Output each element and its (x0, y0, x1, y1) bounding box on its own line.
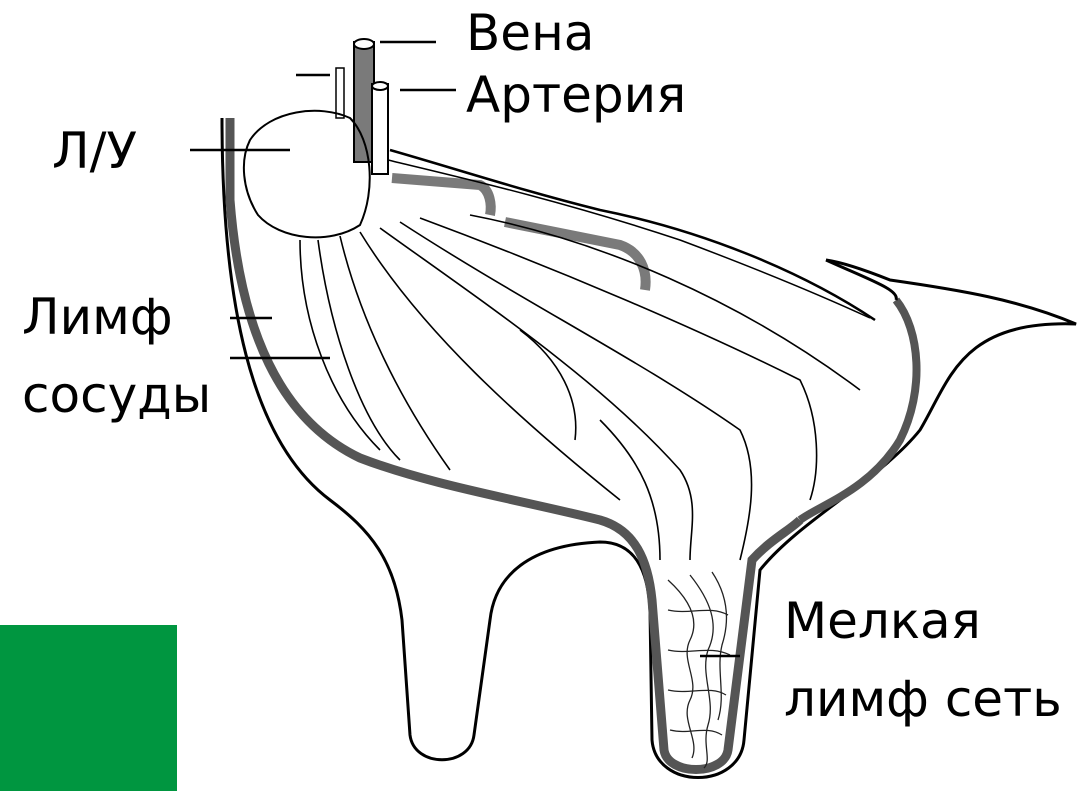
fine-network-label-line2: лимф сеть (784, 670, 1062, 728)
lymph-vessels-label-line2: сосуды (22, 366, 211, 424)
lymph-duct (336, 68, 344, 118)
pointer-lines (190, 42, 740, 656)
accent-block (0, 625, 177, 791)
artery-label: Артерия (466, 66, 686, 124)
mesentery-edge (390, 150, 875, 320)
fine-network-label-line1: Мелкая (784, 592, 981, 650)
lymph-node (244, 111, 370, 238)
right-wall-band (800, 300, 917, 520)
vein-label: Вена (466, 4, 594, 62)
artery-opening (372, 82, 388, 90)
inner-wall-band (230, 118, 800, 770)
vein-branch-2 (505, 222, 646, 290)
right-tip-outline (826, 260, 896, 300)
lymph-vessels-label-line1: Лимф (22, 288, 173, 346)
lymph-node-label: Л/У (52, 122, 137, 180)
fine-lymph-mesh (668, 572, 730, 768)
vein-branch-1 (392, 178, 491, 215)
vein-opening (354, 39, 374, 49)
artery-trunk (372, 84, 388, 174)
